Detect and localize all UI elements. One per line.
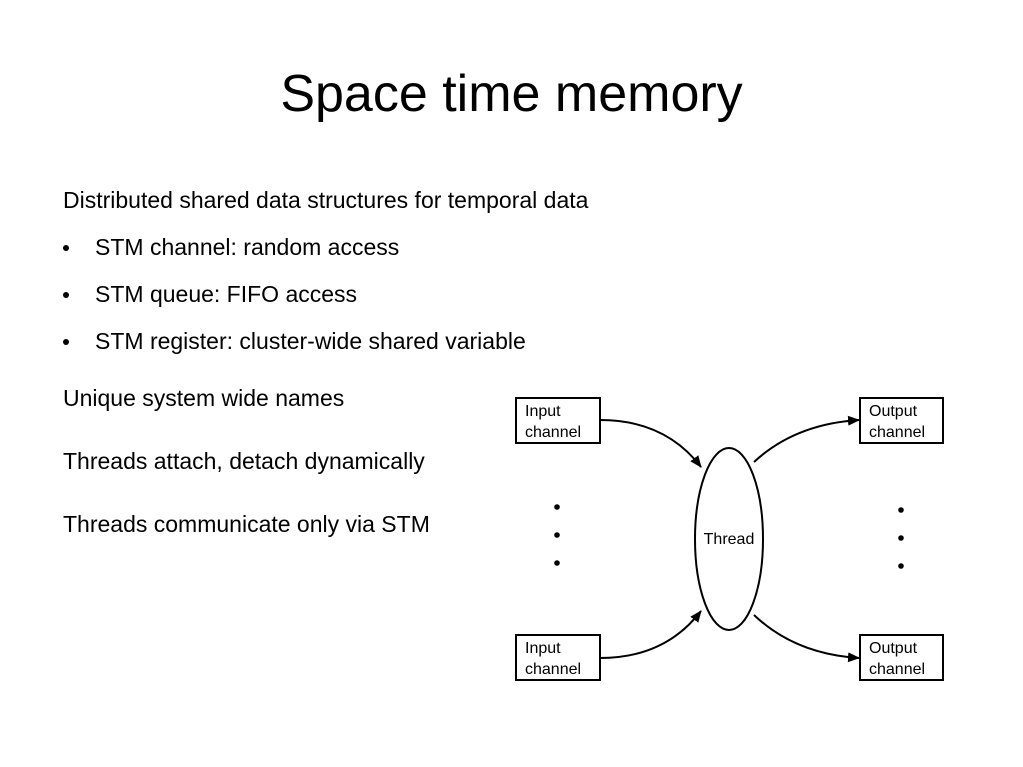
bullet-dot-icon xyxy=(63,245,69,251)
intro-text: Distributed shared data structures for t… xyxy=(63,187,589,213)
input-ellipsis-dots-icon xyxy=(554,504,560,566)
thread-label: Thread xyxy=(704,531,755,548)
output-channel-top-line1: Output xyxy=(869,403,918,420)
slide-title: Space time memory xyxy=(280,65,743,123)
input-channel-bottom-line2: channel xyxy=(525,661,581,678)
bullet-dot-icon xyxy=(63,339,69,345)
arrow-thread-to-output-bottom xyxy=(753,614,860,663)
input-channel-bottom-line1: Input xyxy=(525,640,561,657)
bullet-text: STM channel: random access xyxy=(95,234,400,260)
arrow-thread-to-output-top xyxy=(753,415,860,463)
thread-channel-diagram: Input channel Input channel Output chann… xyxy=(515,397,944,681)
input-channel-top-box: Input channel xyxy=(515,397,601,444)
point-threads-attach: Threads attach, detach dynamically xyxy=(63,448,425,474)
point-unique-names: Unique system wide names xyxy=(63,385,345,411)
point-threads-communicate: Threads communicate only via STM xyxy=(63,511,430,537)
bullet-text: STM queue: FIFO access xyxy=(95,281,358,307)
output-channel-top-box: Output channel xyxy=(859,397,944,444)
input-channel-bottom-box: Input channel xyxy=(515,634,601,681)
output-channel-bottom-line2: channel xyxy=(869,661,925,678)
arrow-input-bottom-to-thread xyxy=(599,610,702,659)
output-channel-bottom-box: Output channel xyxy=(859,634,944,681)
arrow-input-top-to-thread xyxy=(599,419,702,468)
output-channel-top-line2: channel xyxy=(869,424,925,441)
thread-node: Thread xyxy=(694,447,764,631)
input-channel-top-line2: channel xyxy=(525,424,581,441)
output-ellipsis-dots-icon xyxy=(898,507,904,569)
output-channel-bottom-line1: Output xyxy=(869,640,918,657)
input-channel-top-line1: Input xyxy=(525,403,561,420)
bullet-text: STM register: cluster-wide shared variab… xyxy=(95,328,526,354)
bullet-dot-icon xyxy=(63,292,69,298)
